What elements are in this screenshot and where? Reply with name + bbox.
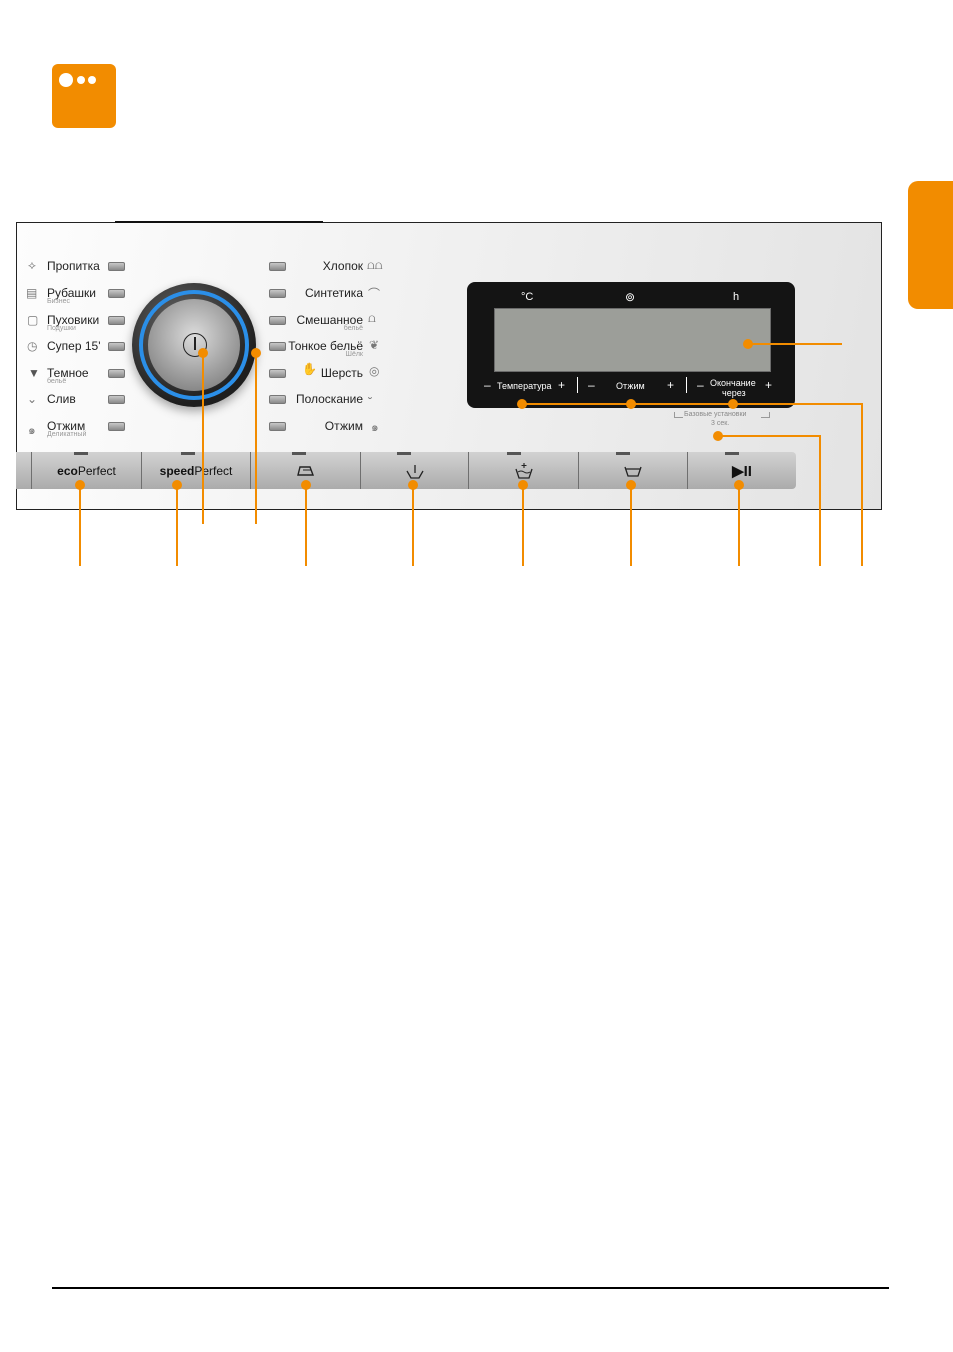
eco-label: eco: [57, 464, 78, 478]
program-lamp: [269, 369, 286, 378]
program-label: Полоскание: [296, 392, 363, 406]
program-lamp: [108, 289, 125, 298]
cotton-icon: ⩍⩍: [367, 258, 383, 273]
panel-top-accent: [115, 221, 323, 223]
rinse-icon: ⏑: [368, 391, 372, 406]
program-label: Слив: [47, 392, 76, 406]
program-lamp: [108, 262, 125, 271]
program-lamp: [269, 316, 286, 325]
temperature-minus-button[interactable]: –: [484, 378, 491, 392]
program-lamp: [108, 369, 125, 378]
spin-icon: ⊚: [625, 290, 635, 304]
program-lamp: [269, 395, 286, 404]
rinse-stop-icon: [622, 464, 644, 478]
program-label: Хлопок: [323, 259, 363, 273]
synthetics-icon: ⌒: [368, 285, 380, 302]
temperature-label: Температура: [497, 381, 552, 391]
water-plus-icon: [404, 463, 426, 479]
program-label: Шерсть: [321, 366, 363, 380]
impregnation-icon: ⟡: [28, 258, 36, 273]
base-settings-time: 3 сек.: [711, 420, 729, 427]
hours-unit-label: h: [733, 291, 739, 303]
program-lamp: [269, 289, 286, 298]
end-time-minus-button[interactable]: –: [697, 378, 704, 392]
program-lamp: [269, 262, 286, 271]
program-lamp: [269, 342, 286, 351]
temperature-unit-label: °C: [521, 291, 533, 303]
dark-shirt-icon: ▼: [28, 366, 40, 380]
section-tab: [908, 181, 953, 309]
speed-label-rest: Perfect: [194, 464, 232, 478]
footer-rule: [52, 1287, 889, 1289]
spin-icon: ๑: [28, 421, 36, 440]
mixed-icon: ⩍: [368, 311, 376, 326]
drain-icon: ⌄: [27, 392, 37, 406]
program-lamp: [108, 342, 125, 351]
info-dots-icon: [52, 64, 116, 128]
bracket-right: [761, 412, 770, 418]
eco-label-rest: Perfect: [78, 464, 116, 478]
shirts-icon: ▤: [26, 286, 37, 300]
delicates-icon: ❦: [369, 338, 379, 352]
program-label: Пропитка: [47, 259, 100, 273]
timer-icon: ◷: [27, 339, 37, 353]
spin-label: Отжим: [616, 381, 645, 391]
end-time-label-2: через: [722, 388, 746, 398]
program-lamp: [269, 422, 286, 431]
iron-icon: [296, 464, 316, 478]
program-label: Супер 15': [47, 339, 100, 353]
spin-minus-button[interactable]: –: [588, 378, 595, 392]
lcd-screen: [494, 308, 771, 372]
end-time-plus-button[interactable]: +: [765, 378, 772, 392]
hand-wash-icon: ✋: [302, 362, 317, 376]
spin-plus-button[interactable]: +: [667, 378, 674, 392]
end-time-label: Окончание: [710, 378, 756, 388]
base-settings-label: Базовые установки: [684, 411, 746, 418]
speed-label: speed: [160, 464, 195, 478]
bracket-left: [674, 412, 683, 418]
display-divider: [577, 377, 578, 393]
program-lamp: [108, 395, 125, 404]
display-divider: [686, 377, 687, 393]
spin-icon: ๑: [371, 418, 379, 437]
rinse-plus-icon: [513, 462, 535, 480]
temperature-plus-button[interactable]: +: [558, 378, 565, 392]
program-label: Отжим: [325, 419, 363, 433]
wool-icon: ◎: [369, 364, 379, 378]
program-lamp: [108, 422, 125, 431]
down-jacket-icon: ▢: [27, 313, 38, 327]
program-lamp: [108, 316, 125, 325]
program-label: Синтетика: [305, 286, 363, 300]
